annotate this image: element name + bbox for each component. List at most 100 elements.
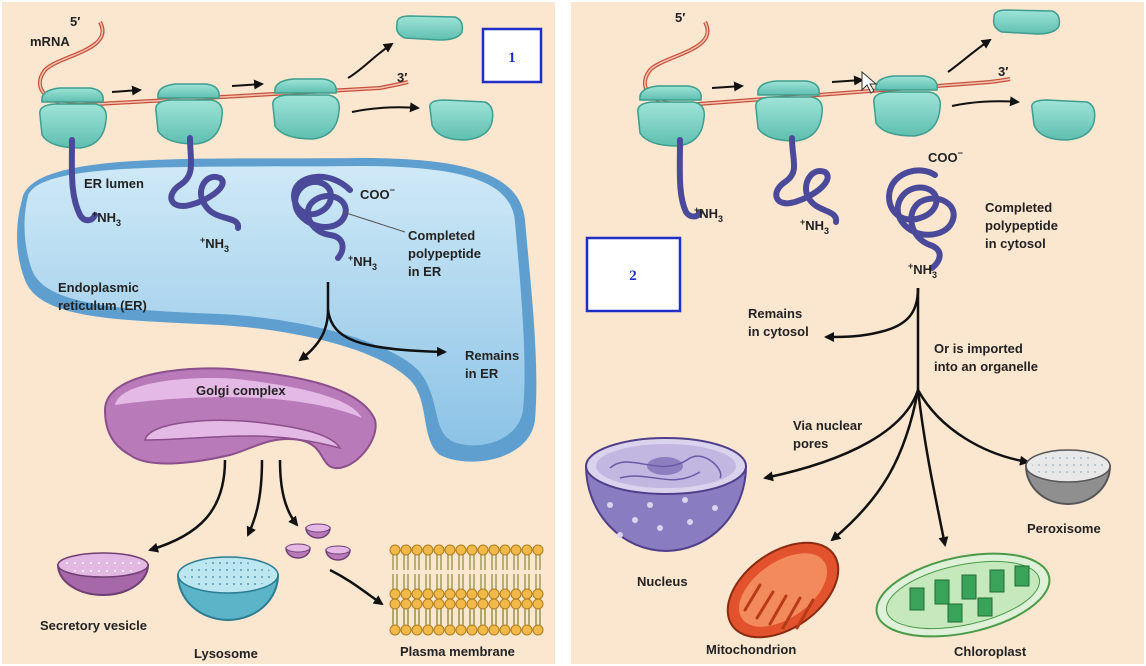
chloroplast-label: Chloroplast — [954, 644, 1027, 659]
polypeptide-nascent-1 — [68, 137, 98, 224]
nh3-label-right-1: +NH3 — [694, 205, 723, 224]
five-prime-label: 5′ — [70, 14, 80, 29]
lipid-head — [466, 598, 478, 610]
lipid-head — [488, 598, 500, 610]
lipid-head — [411, 598, 423, 610]
ribosome-right-1 — [637, 85, 706, 147]
lipid-head — [499, 544, 511, 556]
chloroplast — [875, 552, 1051, 638]
lipid-head — [466, 544, 478, 556]
lipid-head — [455, 598, 467, 610]
lipid-head — [400, 624, 412, 636]
lipid-head — [521, 588, 533, 600]
lipid-head — [455, 544, 467, 556]
lipid-head — [389, 624, 401, 636]
polypeptide-nascent-2 — [168, 135, 241, 231]
lipid-head — [444, 624, 456, 636]
ribosome-right-large-released — [1031, 99, 1096, 141]
lipid-head — [433, 598, 445, 610]
panel-divider — [556, 0, 570, 666]
golgi-complex — [103, 367, 377, 470]
lipid-head — [455, 588, 467, 600]
arrow-to-mitochondrion — [830, 389, 920, 542]
plasma-membrane-bilayer — [389, 544, 544, 636]
lipid-head — [422, 544, 434, 556]
completed-polypeptide-er-label: Completed polypeptide in ER — [408, 228, 485, 279]
coo-label: COO− — [360, 185, 395, 202]
lipid-head — [422, 598, 434, 610]
lipid-head — [422, 624, 434, 636]
lipid-head — [499, 598, 511, 610]
nucleus-label: Nucleus — [637, 574, 688, 589]
lipid-head — [477, 624, 489, 636]
lipid-head — [444, 588, 456, 600]
lysosome — [176, 556, 280, 621]
lipid-head — [466, 588, 478, 600]
imported-into-organelle-label: Or is imported into an organelle — [934, 341, 1038, 374]
ribosome-3 — [272, 78, 341, 140]
nh3-label-1: +NH3 — [92, 209, 121, 228]
lipid-head — [488, 624, 500, 636]
translation-arrow-right-1 — [711, 81, 744, 92]
arrow-remains-in-er — [326, 309, 447, 357]
lipid-head — [477, 598, 489, 610]
mitochondrion-label: Mitochondrion — [706, 642, 796, 657]
lipid-head — [466, 624, 478, 636]
ribosome-right-2 — [755, 80, 824, 142]
transport-vesicles — [285, 523, 351, 561]
panel-cytosol-pathway: 5′ 3′ +NH3 +NH3 +NH3 COO− Completed poly… — [571, 2, 1144, 664]
nh3-label-2: +NH3 — [200, 235, 229, 254]
arrow-to-lysosome — [246, 459, 264, 537]
ribosome-1 — [39, 87, 108, 149]
translation-arrow-1 — [111, 85, 142, 96]
secretory-vesicle-label: Secretory vesicle — [40, 618, 147, 633]
peroxisome-label: Peroxisome — [1027, 521, 1101, 536]
arrow-to-vesicles — [278, 459, 299, 527]
translation-arrow-2 — [231, 79, 264, 90]
lipid-head — [444, 598, 456, 610]
nucleus — [584, 437, 748, 552]
secretory-vesicle — [56, 552, 150, 596]
release-arrow-small — [347, 42, 394, 79]
badge-1-number: 1 — [508, 50, 516, 66]
release-arrow-large — [351, 102, 420, 113]
arrow-to-chloroplast — [916, 389, 949, 547]
polypeptide-right-2 — [773, 135, 840, 225]
nh3-label-right-2: +NH3 — [800, 217, 829, 236]
lipid-head — [521, 624, 533, 636]
endoplasmic-reticulum — [17, 158, 537, 462]
peroxisome — [1024, 449, 1112, 505]
badge-2-box — [585, 236, 682, 313]
release-arrow-right-small — [947, 38, 992, 73]
mrna-label: mRNA — [30, 34, 70, 49]
polypeptide-right-1 — [676, 137, 703, 220]
polypeptide-completed-cytosol — [886, 167, 957, 271]
remains-in-cytosol-label: Remains in cytosol — [748, 306, 809, 339]
via-nuclear-pores-label: Via nuclear pores — [793, 418, 866, 451]
lipid-head — [510, 588, 522, 600]
lipid-head — [389, 588, 401, 600]
ribosome-right-3 — [873, 75, 942, 137]
lipid-head — [510, 544, 522, 556]
golgi-complex-label: Golgi complex — [196, 383, 286, 398]
lipid-head — [411, 624, 423, 636]
badge-1-box — [481, 27, 543, 84]
arrow-to-peroxisome — [916, 389, 1030, 466]
lipid-head — [433, 588, 445, 600]
lipid-head — [532, 598, 544, 610]
lipid-head — [477, 544, 489, 556]
lipid-head — [433, 624, 445, 636]
five-prime-label-right: 5′ — [675, 10, 685, 25]
lipid-head — [444, 544, 456, 556]
lipid-head — [488, 588, 500, 600]
lipid-head — [521, 544, 533, 556]
er-name-label: Endoplasmic reticulum (ER) — [58, 280, 147, 313]
badge-2-number: 2 — [629, 268, 637, 284]
mouse-cursor-icon — [861, 70, 878, 94]
plasma-membrane-label: Plasma membrane — [400, 644, 515, 659]
lipid-head — [510, 624, 522, 636]
three-prime-label: 3′ — [397, 70, 407, 85]
lipid-head — [532, 544, 544, 556]
er-lumen-label: ER lumen — [84, 176, 144, 191]
